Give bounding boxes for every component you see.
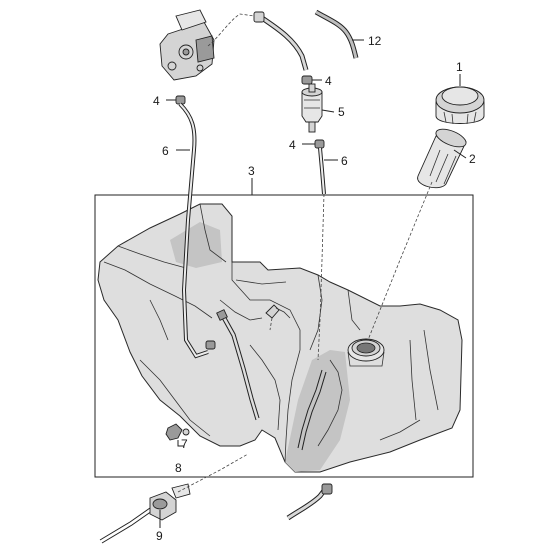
tank-filler-neck	[347, 338, 385, 367]
filler-cap	[435, 86, 485, 125]
callout-4-mid: 4	[289, 138, 296, 152]
fuel-pump	[159, 9, 215, 81]
hose-clamp-left	[175, 95, 186, 105]
tank-assembly-frame	[94, 194, 474, 478]
fuel-return-hose-left	[178, 102, 216, 359]
callout-9: 9	[156, 529, 163, 543]
fuel-tank	[97, 203, 463, 473]
callout-6-left: 6	[162, 144, 169, 158]
fuel-level-sender	[99, 483, 191, 544]
callout-2: 2	[469, 152, 476, 166]
callout-8: 8	[175, 461, 182, 475]
tank-return-line	[297, 369, 323, 449]
fuel-feed-hose	[253, 11, 309, 71]
tank-internal-rod	[216, 309, 260, 421]
hose-clamp-upper-right	[301, 75, 313, 85]
fuel-filter	[301, 83, 323, 133]
filler-strainer	[417, 128, 467, 189]
breather-hose	[314, 9, 359, 59]
callout-1: 1	[456, 60, 463, 74]
callout-4-upper-right: 4	[325, 74, 332, 88]
callout-labels: 1 2 3 4 4 4 5 6 6 7 8 9 12	[153, 34, 476, 543]
callout-3: 3	[248, 164, 255, 178]
callout-5: 5	[338, 105, 345, 119]
callout-12: 12	[368, 34, 382, 48]
tank-top-fitting	[265, 304, 291, 319]
drain-plug-fitting	[165, 423, 190, 441]
callout-6-right: 6	[341, 154, 348, 168]
fuel-supply-hose-right	[318, 147, 326, 195]
callout-7: 7	[181, 437, 188, 451]
lower-fuel-hose	[286, 483, 333, 521]
hose-clamp-mid	[314, 139, 325, 149]
leader-lines	[159, 39, 467, 528]
callout-4-left: 4	[153, 94, 160, 108]
